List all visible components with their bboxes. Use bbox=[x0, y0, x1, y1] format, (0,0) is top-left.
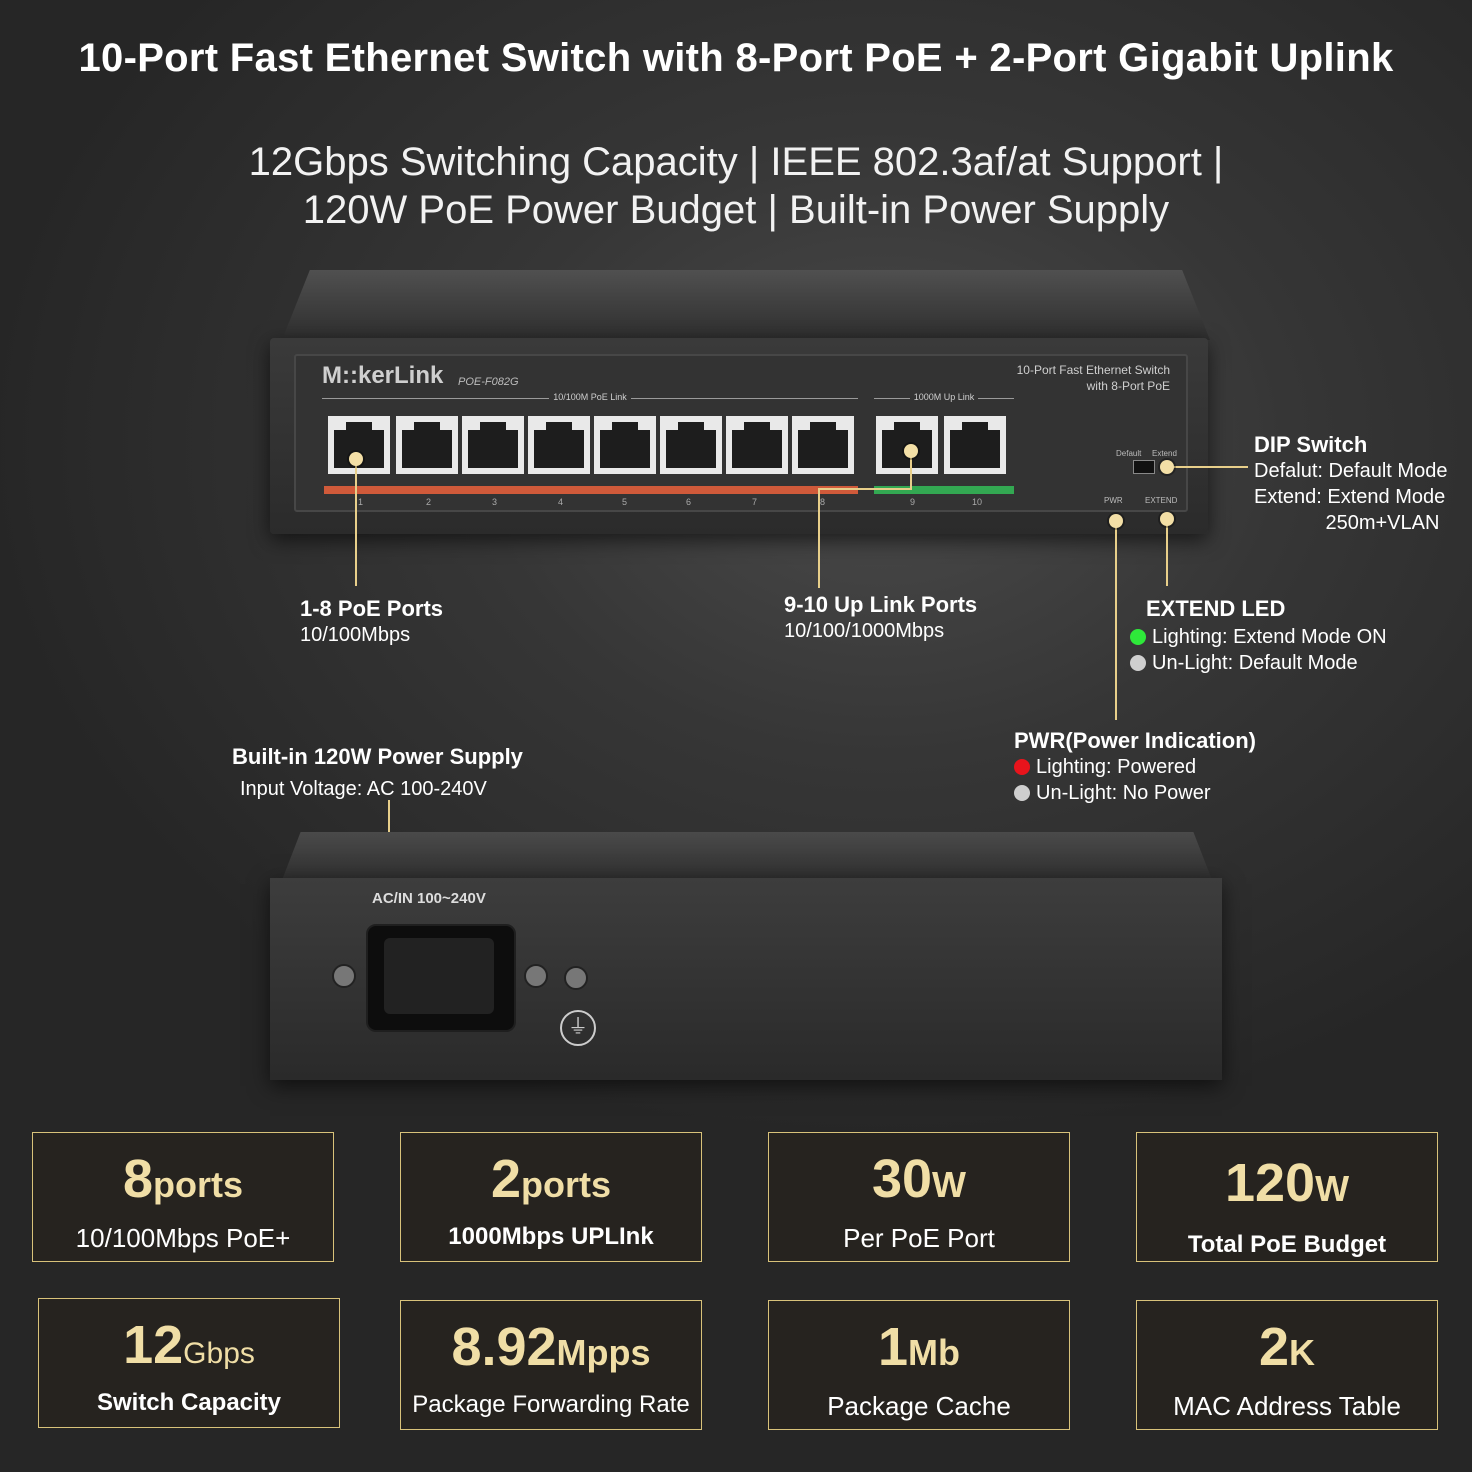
subtitle-line-1: 12Gbps Switching Capacity | IEEE 802.3af… bbox=[248, 140, 1224, 184]
uplink-leader-line-b bbox=[818, 488, 912, 490]
spec-box-package-cache: 1Mb Package Cache bbox=[768, 1300, 1070, 1430]
power-socket-inner bbox=[384, 938, 494, 1014]
spec-box-poe-ports: 8ports 10/100Mbps PoE+ bbox=[32, 1132, 334, 1262]
green-led-icon bbox=[1130, 629, 1146, 645]
off-led-icon bbox=[1014, 785, 1030, 801]
dip-leader-line bbox=[1168, 466, 1248, 468]
extend-annotation: EXTEND LED bbox=[1146, 596, 1285, 622]
uplink-leader-line-c bbox=[818, 488, 820, 588]
spec-box-total-budget: 120W Total PoE Budget bbox=[1136, 1132, 1438, 1262]
model-number: POE-F082G bbox=[458, 376, 519, 388]
pwr-annotation-title: PWR(Power Indication) bbox=[1014, 728, 1256, 753]
dip-annotation-line: Extend: Extend Mode bbox=[1254, 486, 1446, 508]
off-led-icon bbox=[1130, 655, 1146, 671]
extend-led-label: EXTEND bbox=[1145, 496, 1178, 505]
uplink-annotation-title: 9-10 Up Link Ports bbox=[784, 592, 978, 617]
spec-box-per-port-power: 30W Per PoE Port bbox=[768, 1132, 1070, 1262]
port-number: 5 bbox=[622, 497, 628, 507]
psu-annotation-sub: Input Voltage: AC 100-240V bbox=[240, 778, 487, 800]
spec-box-mac-table: 2K MAC Address Table bbox=[1136, 1300, 1438, 1430]
poe-annotation-title: 1-8 PoE Ports bbox=[300, 596, 444, 621]
switch-back-top bbox=[282, 832, 1212, 880]
pwr-callout-dot bbox=[1109, 514, 1123, 528]
poe-annotation-sub: 10/100Mbps bbox=[300, 624, 411, 646]
ethernet-port-1[interactable] bbox=[328, 416, 390, 474]
ethernet-port-6[interactable] bbox=[660, 416, 722, 474]
poe-callout-dot bbox=[349, 452, 363, 466]
ethernet-port-2[interactable] bbox=[396, 416, 458, 474]
panel-title: 10-Port Fast Ethernet Switch with 8-Port… bbox=[960, 362, 1170, 394]
dip-annotation-line: Defalut: Default Mode bbox=[1254, 460, 1448, 482]
uplink-leader-line-a bbox=[910, 452, 912, 490]
uplink-callout-dot bbox=[904, 444, 918, 458]
spec-box-switch-capacity: 12Gbps Switch Capacity bbox=[38, 1298, 340, 1428]
uplink-annotation-sub: 10/100/1000Mbps bbox=[784, 620, 945, 642]
ethernet-port-4[interactable] bbox=[528, 416, 590, 474]
switch-top-surface bbox=[282, 270, 1210, 340]
spec-box-forwarding-rate: 8.92Mpps Package Forwarding Rate bbox=[400, 1300, 702, 1430]
ground-icon: ⏚ bbox=[560, 1010, 596, 1046]
ethernet-port-5[interactable] bbox=[594, 416, 656, 474]
poe-annotation: 1-8 PoE Ports 10/100Mbps bbox=[300, 596, 443, 648]
extend-callout-dot bbox=[1160, 512, 1174, 526]
dip-annotation-line: 250m+VLAN bbox=[1325, 512, 1440, 534]
uplink-port-strip bbox=[874, 486, 1014, 494]
ethernet-port-7[interactable] bbox=[726, 416, 788, 474]
ac-input-label: AC/IN 100~240V bbox=[372, 890, 486, 907]
screw-icon bbox=[524, 964, 548, 988]
screw-icon bbox=[332, 964, 356, 988]
port-number: 1 bbox=[358, 497, 364, 507]
poe-port-strip bbox=[324, 486, 858, 494]
red-led-icon bbox=[1014, 759, 1030, 775]
extend-annotation-lines: Lighting: Extend Mode ON Un-Light: Defau… bbox=[1130, 624, 1387, 676]
psu-annotation-title: Built-in 120W Power Supply bbox=[232, 744, 523, 769]
psu-annotation: Built-in 120W Power Supply Input Voltage… bbox=[232, 744, 523, 802]
port-number: 3 bbox=[492, 497, 498, 507]
poe-group-label: 10/100M PoE Link bbox=[322, 392, 858, 409]
dip-default-label: Default bbox=[1116, 449, 1142, 458]
port-number: 9 bbox=[910, 497, 916, 507]
pwr-led-label: PWR bbox=[1104, 496, 1123, 505]
subtitle-line-2: 120W PoE Power Budget | Built-in Power S… bbox=[302, 188, 1170, 232]
ethernet-port-10[interactable] bbox=[944, 416, 1006, 474]
dip-extend-label: Extend bbox=[1152, 449, 1177, 458]
ground-screw-icon bbox=[564, 966, 588, 990]
page-title: 10-Port Fast Ethernet Switch with 8-Port… bbox=[78, 36, 1394, 80]
port-number: 10 bbox=[972, 497, 983, 507]
pwr-leader-line bbox=[1115, 520, 1117, 720]
port-number: 8 bbox=[820, 497, 826, 507]
ethernet-port-8[interactable] bbox=[792, 416, 854, 474]
panel-title-line-1: 10-Port Fast Ethernet Switch bbox=[1016, 363, 1170, 377]
dip-annotation-title: DIP Switch bbox=[1254, 432, 1368, 457]
ethernet-port-3[interactable] bbox=[462, 416, 524, 474]
page-subtitle: 12Gbps Switching Capacity | IEEE 802.3af… bbox=[0, 138, 1472, 234]
dip-annotation: DIP Switch Defalut: Default Mode Extend:… bbox=[1254, 432, 1447, 536]
port-number: 7 bbox=[752, 497, 758, 507]
panel-title-line-2: with 8-Port PoE bbox=[1086, 379, 1170, 393]
uplink-annotation: 9-10 Up Link Ports 10/100/1000Mbps bbox=[784, 592, 977, 644]
poe-leader-line bbox=[355, 452, 357, 586]
port-number: 4 bbox=[558, 497, 564, 507]
brand-logo: M::kerLink bbox=[322, 362, 444, 389]
extend-annotation-title: EXTEND LED bbox=[1146, 596, 1286, 621]
extend-leader-line bbox=[1166, 520, 1168, 586]
port-number: 2 bbox=[426, 497, 432, 507]
pwr-annotation: PWR(Power Indication) Lighting: Powered … bbox=[1014, 728, 1256, 804]
dip-callout-dot bbox=[1160, 460, 1174, 474]
port-number: 6 bbox=[686, 497, 692, 507]
spec-box-uplink: 2ports 1000Mbps UPLInk bbox=[400, 1132, 702, 1262]
uplink-group-label: 1000M Up Link bbox=[874, 392, 1014, 409]
dip-switch[interactable] bbox=[1133, 460, 1155, 474]
